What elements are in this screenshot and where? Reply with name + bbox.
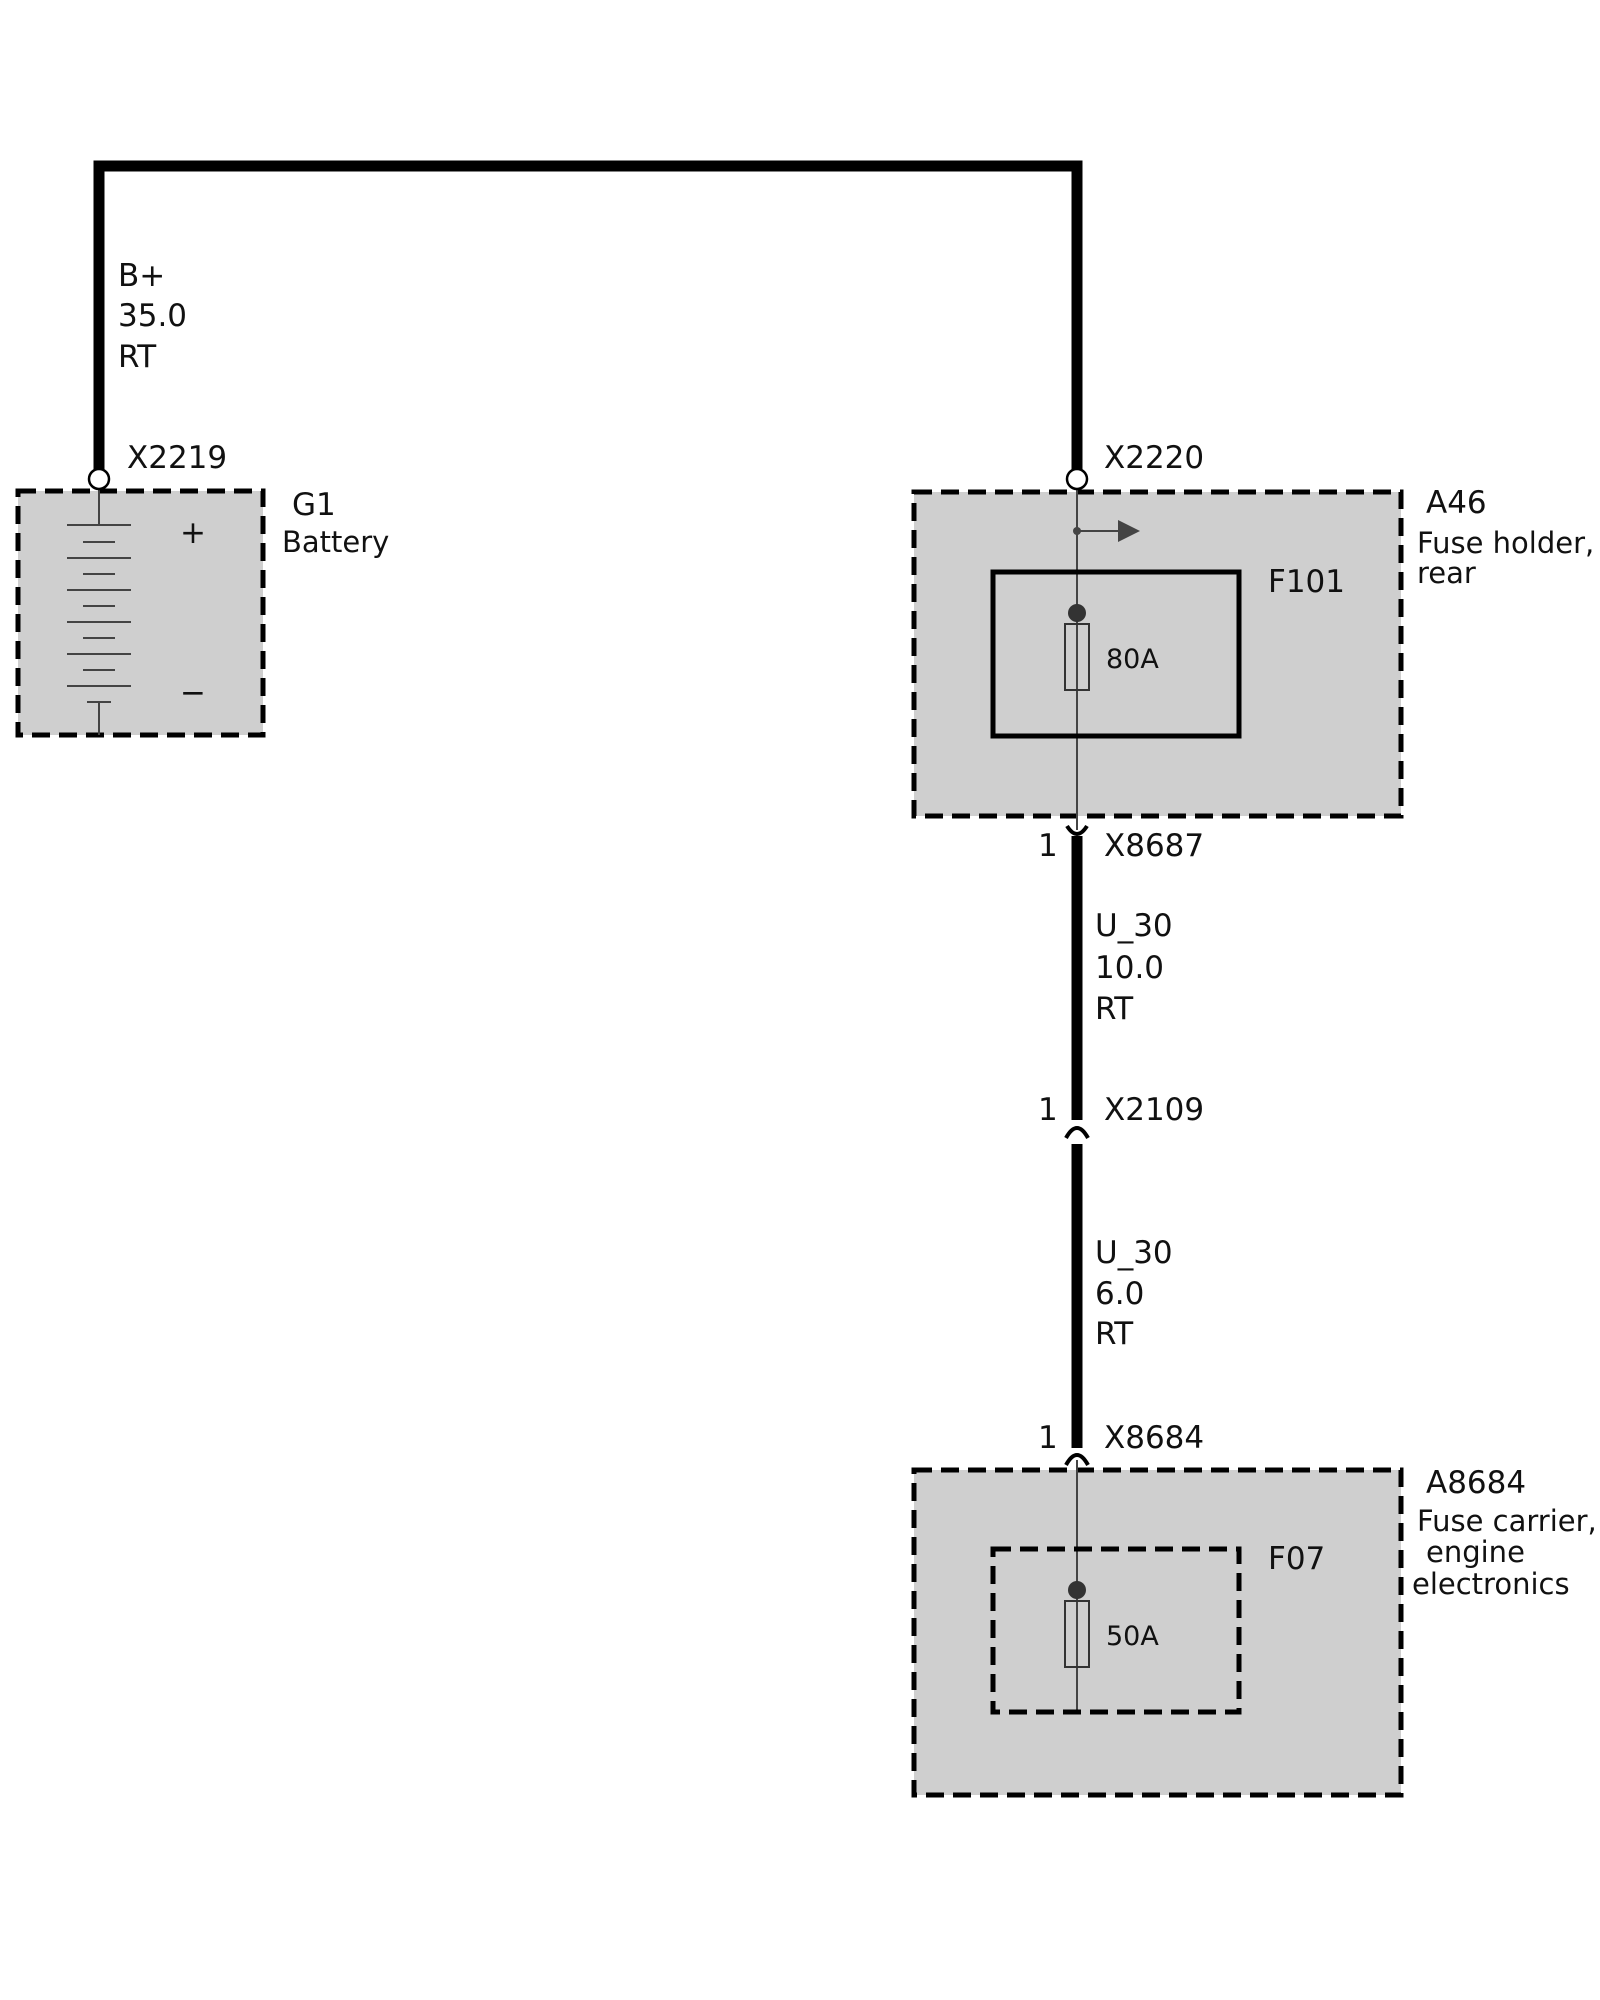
fuse-holder-a46: 80A F101 X2220 A46 Fuse holder, rear xyxy=(911,440,1594,830)
fuse-holder-label-line1: Fuse holder, xyxy=(1417,526,1594,560)
connector-x8684-label: X8684 xyxy=(1104,1420,1204,1456)
wire-u30-10-name: U_30 xyxy=(1095,908,1173,944)
connector-x8687-plug-icon xyxy=(1065,824,1089,836)
fuse-f07-node-dot xyxy=(1068,1581,1086,1599)
fuse-holder-label-line2: rear xyxy=(1417,556,1476,590)
wire-b-plus-color: RT xyxy=(118,339,157,375)
battery-minus-symbol: − xyxy=(180,675,206,711)
connector-x2219-label: X2219 xyxy=(127,440,227,476)
wire-u30-10-labels: U_30 10.0 RT xyxy=(1095,908,1173,1027)
connector-x8684-socket-icon xyxy=(1064,1453,1090,1467)
battery-g1: + − X2219 G1 Battery xyxy=(15,440,389,738)
connector-x2109-pin: 1 xyxy=(1038,1092,1058,1128)
fuse-f101-id: F101 xyxy=(1268,564,1345,600)
wire-u30-6-color: RT xyxy=(1095,1316,1134,1352)
fuse-f07-rating: 50A xyxy=(1106,1621,1159,1652)
connector-x2220-terminal xyxy=(1065,467,1089,491)
wire-u30-6-labels: U_30 6.0 RT xyxy=(1095,1235,1173,1352)
connector-x8687-pin: 1 xyxy=(1038,828,1058,864)
fuse-f101-node-dot xyxy=(1068,604,1086,622)
wire-b-plus-cross-section: 35.0 xyxy=(118,298,187,334)
connector-x2109-socket-icon xyxy=(1064,1126,1090,1140)
wire-b-plus-labels: B+ 35.0 RT xyxy=(118,258,187,375)
fuse-carrier-label-line3: electronics xyxy=(1412,1567,1570,1601)
connector-x2109: 1 X2109 xyxy=(1038,1092,1204,1140)
fuse-f07-symbol xyxy=(1064,1600,1090,1668)
fuse-f07-box xyxy=(990,1546,1242,1715)
branch-arrow-icon xyxy=(1118,520,1140,542)
fuse-f101-box xyxy=(990,569,1242,739)
connector-x2219-terminal xyxy=(87,467,111,491)
battery-plus-symbol: + xyxy=(180,515,206,551)
fuse-carrier-id: A8684 xyxy=(1426,1465,1526,1501)
fuse-carrier-label-line2: engine xyxy=(1426,1535,1525,1569)
battery-cells-icon xyxy=(67,524,131,735)
fuse-f101-symbol xyxy=(1064,623,1090,691)
connector-x2109-label: X2109 xyxy=(1104,1092,1204,1128)
wire-u30-6-name: U_30 xyxy=(1095,1235,1173,1271)
wire-b-plus-name: B+ xyxy=(118,258,165,294)
fuse-f101-rating: 80A xyxy=(1106,644,1159,675)
connector-x8687: 1 X8687 xyxy=(1038,824,1204,864)
fuse-holder-id: A46 xyxy=(1426,485,1487,521)
connector-x8687-label: X8687 xyxy=(1104,828,1204,864)
connector-x8684-pin: 1 xyxy=(1038,1420,1058,1456)
wire-b-plus xyxy=(93,160,1083,475)
fuse-f07-id: F07 xyxy=(1268,1541,1325,1577)
battery-enclosure xyxy=(15,488,266,738)
connector-x2220-label: X2220 xyxy=(1104,440,1204,476)
fuse-carrier-label-line1: Fuse carrier, xyxy=(1417,1504,1597,1538)
battery-id: G1 xyxy=(292,487,336,523)
wire-u30-10-color: RT xyxy=(1095,991,1134,1027)
fuse-carrier-a8684: 50A F07 A8684 Fuse carrier, engine elect… xyxy=(911,1460,1597,1798)
wire-u30-6-cross-section: 6.0 xyxy=(1095,1276,1144,1312)
connector-x8684: 1 X8684 xyxy=(1038,1420,1204,1467)
wire-u30-10-cross-section: 10.0 xyxy=(1095,950,1164,986)
battery-label: Battery xyxy=(282,525,389,559)
